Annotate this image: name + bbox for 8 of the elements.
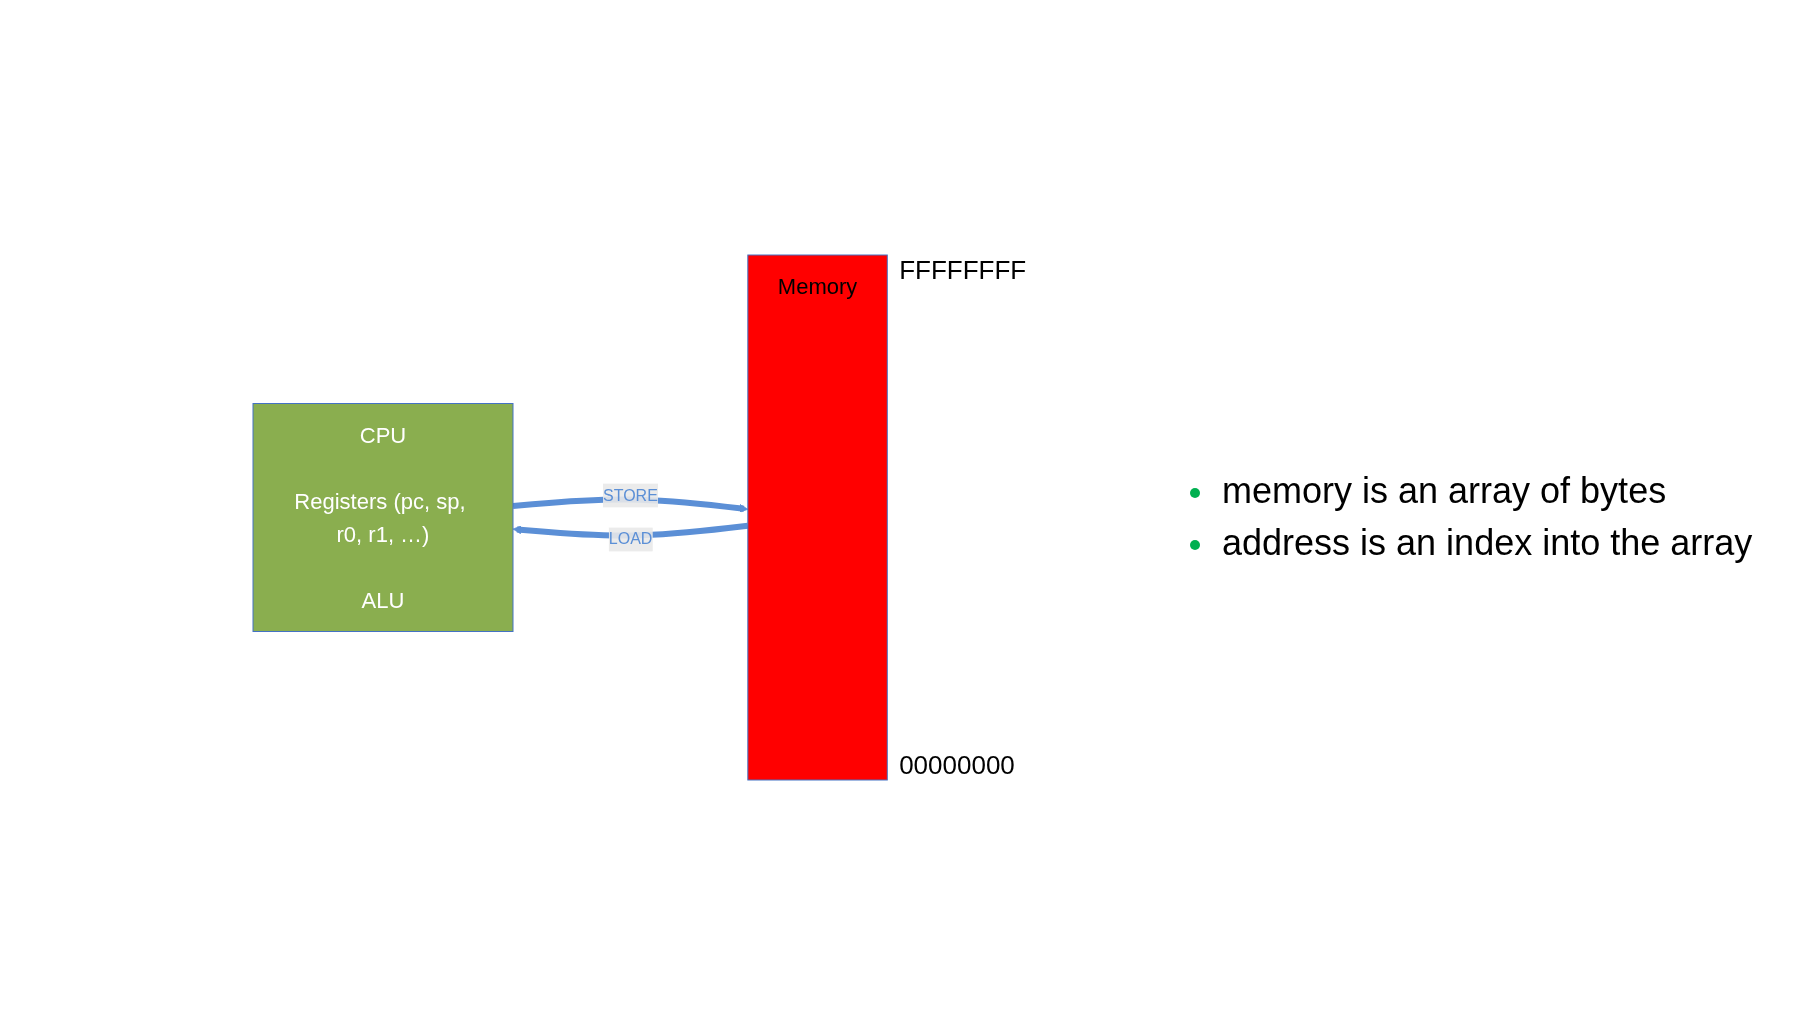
address-label: FFFFFFFF	[899, 254, 1027, 286]
address-label: 00000000	[899, 749, 1015, 781]
bullet-text: address is an index into the array	[1222, 522, 1753, 563]
edge-label: STORE	[602, 486, 658, 503]
node-box: Memory	[747, 254, 888, 780]
edge-label: LOAD	[608, 529, 653, 547]
node-box: CPU Registers (pc, sp, r0, r1, …) ALU	[252, 402, 514, 632]
bullet-text: memory is an array of bytes	[1222, 470, 1667, 511]
